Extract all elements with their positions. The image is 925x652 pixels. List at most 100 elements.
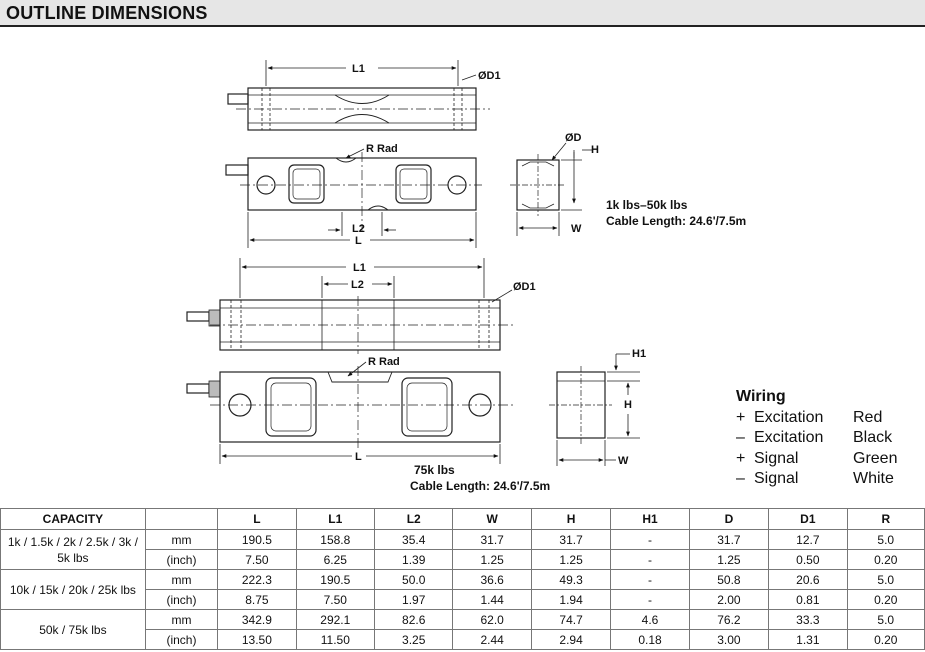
column-header: CAPACITY xyxy=(0,508,146,530)
unit-cell: mm xyxy=(144,569,219,590)
capacity-cell: 50k / 75k lbs xyxy=(0,609,146,650)
column-header: D xyxy=(688,508,770,530)
value-cell: 13.50 xyxy=(217,629,297,650)
value-cell: 7.50 xyxy=(217,549,297,570)
column-header: L1 xyxy=(295,508,376,530)
wiring-color: Green xyxy=(853,449,898,467)
unit-cell: mm xyxy=(144,609,219,630)
small-l-label: L xyxy=(355,235,362,247)
value-cell: 3.00 xyxy=(688,629,770,650)
value-cell: 31.7 xyxy=(530,529,612,550)
large-top-view xyxy=(186,296,514,354)
value-cell: 0.20 xyxy=(846,629,925,650)
value-cell: 49.3 xyxy=(530,569,612,590)
wiring-sign: – xyxy=(736,429,745,446)
value-cell: - xyxy=(610,589,690,610)
column-header: R xyxy=(846,508,925,530)
large-l-dimension xyxy=(219,444,501,464)
wiring-color: Black xyxy=(853,429,893,446)
value-cell: 82.6 xyxy=(374,609,454,630)
value-cell: 33.3 xyxy=(768,609,848,630)
capacity-cell: 1k / 1.5k / 2k / 2.5k / 3k / 5k lbs xyxy=(0,529,146,570)
wiring-label: Signal xyxy=(754,449,799,467)
value-cell: 158.8 xyxy=(295,529,376,550)
value-cell: 74.7 xyxy=(530,609,612,630)
small-capacity-caption: 1k lbs–50k lbs xyxy=(606,198,688,212)
small-r-rad-label: R Rad xyxy=(366,143,398,155)
large-caption: 75k lbs Cable Length: 24.6'/7.5m xyxy=(410,462,550,494)
large-l-label: L xyxy=(355,451,362,463)
value-cell: 31.7 xyxy=(452,529,532,550)
small-side-view xyxy=(225,152,482,232)
wiring-color: Red xyxy=(853,408,883,426)
value-cell: - xyxy=(610,529,690,550)
large-r-rad-label: R Rad xyxy=(368,356,400,368)
wiring-label: Signal xyxy=(754,470,799,487)
column-header: L2 xyxy=(374,508,454,530)
value-cell: 1.25 xyxy=(688,549,770,570)
capacity-cell: 10k / 15k / 20k / 25k lbs xyxy=(0,569,146,610)
wiring-row: –Excitation Black xyxy=(736,428,897,449)
unit-cell: mm xyxy=(144,529,219,550)
value-cell: 76.2 xyxy=(688,609,770,630)
value-cell: - xyxy=(610,549,690,570)
value-cell: 50.0 xyxy=(374,569,454,590)
wiring-title: Wiring xyxy=(736,388,786,405)
value-cell: 20.6 xyxy=(768,569,848,590)
value-cell: 8.75 xyxy=(217,589,297,610)
column-header: D1 xyxy=(768,508,848,530)
value-cell: 292.1 xyxy=(295,609,376,630)
large-l2-label: L2 xyxy=(351,279,364,291)
column-header: W xyxy=(452,508,532,530)
large-h1-label: H1 xyxy=(632,348,646,360)
value-cell: 62.0 xyxy=(452,609,532,630)
value-cell: 6.25 xyxy=(295,549,376,570)
value-cell: 1.94 xyxy=(530,589,612,610)
small-l-dimension xyxy=(247,212,477,248)
large-h-label: H xyxy=(624,399,632,411)
unit-cell: (inch) xyxy=(144,549,219,570)
column-header xyxy=(144,508,219,530)
value-cell: 1.31 xyxy=(768,629,848,650)
large-l1-dimension xyxy=(239,258,485,298)
value-cell: 4.6 xyxy=(610,609,690,630)
value-cell: 2.94 xyxy=(530,629,612,650)
small-w-label: W xyxy=(571,223,582,235)
outline-drawing: L1 ØD1 R Rad L2 L xyxy=(186,60,646,467)
value-cell: 50.8 xyxy=(688,569,770,590)
column-header: H1 xyxy=(610,508,690,530)
value-cell: 31.7 xyxy=(688,529,770,550)
column-header: H xyxy=(530,508,612,530)
value-cell: 0.20 xyxy=(846,549,925,570)
title-bar: OUTLINE DIMENSIONS xyxy=(0,0,925,27)
value-cell: 0.18 xyxy=(610,629,690,650)
large-l2-dimension xyxy=(321,276,395,298)
small-d-label: ØD xyxy=(565,132,582,144)
value-cell: 190.5 xyxy=(295,569,376,590)
value-cell: 222.3 xyxy=(217,569,297,590)
value-cell: 0.20 xyxy=(846,589,925,610)
wiring-label: Excitation xyxy=(754,408,824,426)
wiring-sign: + xyxy=(736,408,746,426)
value-cell: 0.81 xyxy=(768,589,848,610)
value-cell: 3.25 xyxy=(374,629,454,650)
wiring-label: Excitation xyxy=(754,429,824,446)
value-cell: 35.4 xyxy=(374,529,454,550)
large-cable-caption: Cable Length: 24.6'/7.5m xyxy=(410,479,551,493)
page-title: OUTLINE DIMENSIONS xyxy=(6,3,208,23)
large-w-label: W xyxy=(618,455,629,467)
small-h-label: H xyxy=(591,144,599,156)
value-cell: 1.44 xyxy=(452,589,532,610)
value-cell: 5.0 xyxy=(846,609,925,630)
small-l1-label: L1 xyxy=(352,63,365,75)
large-end-view xyxy=(549,366,612,444)
